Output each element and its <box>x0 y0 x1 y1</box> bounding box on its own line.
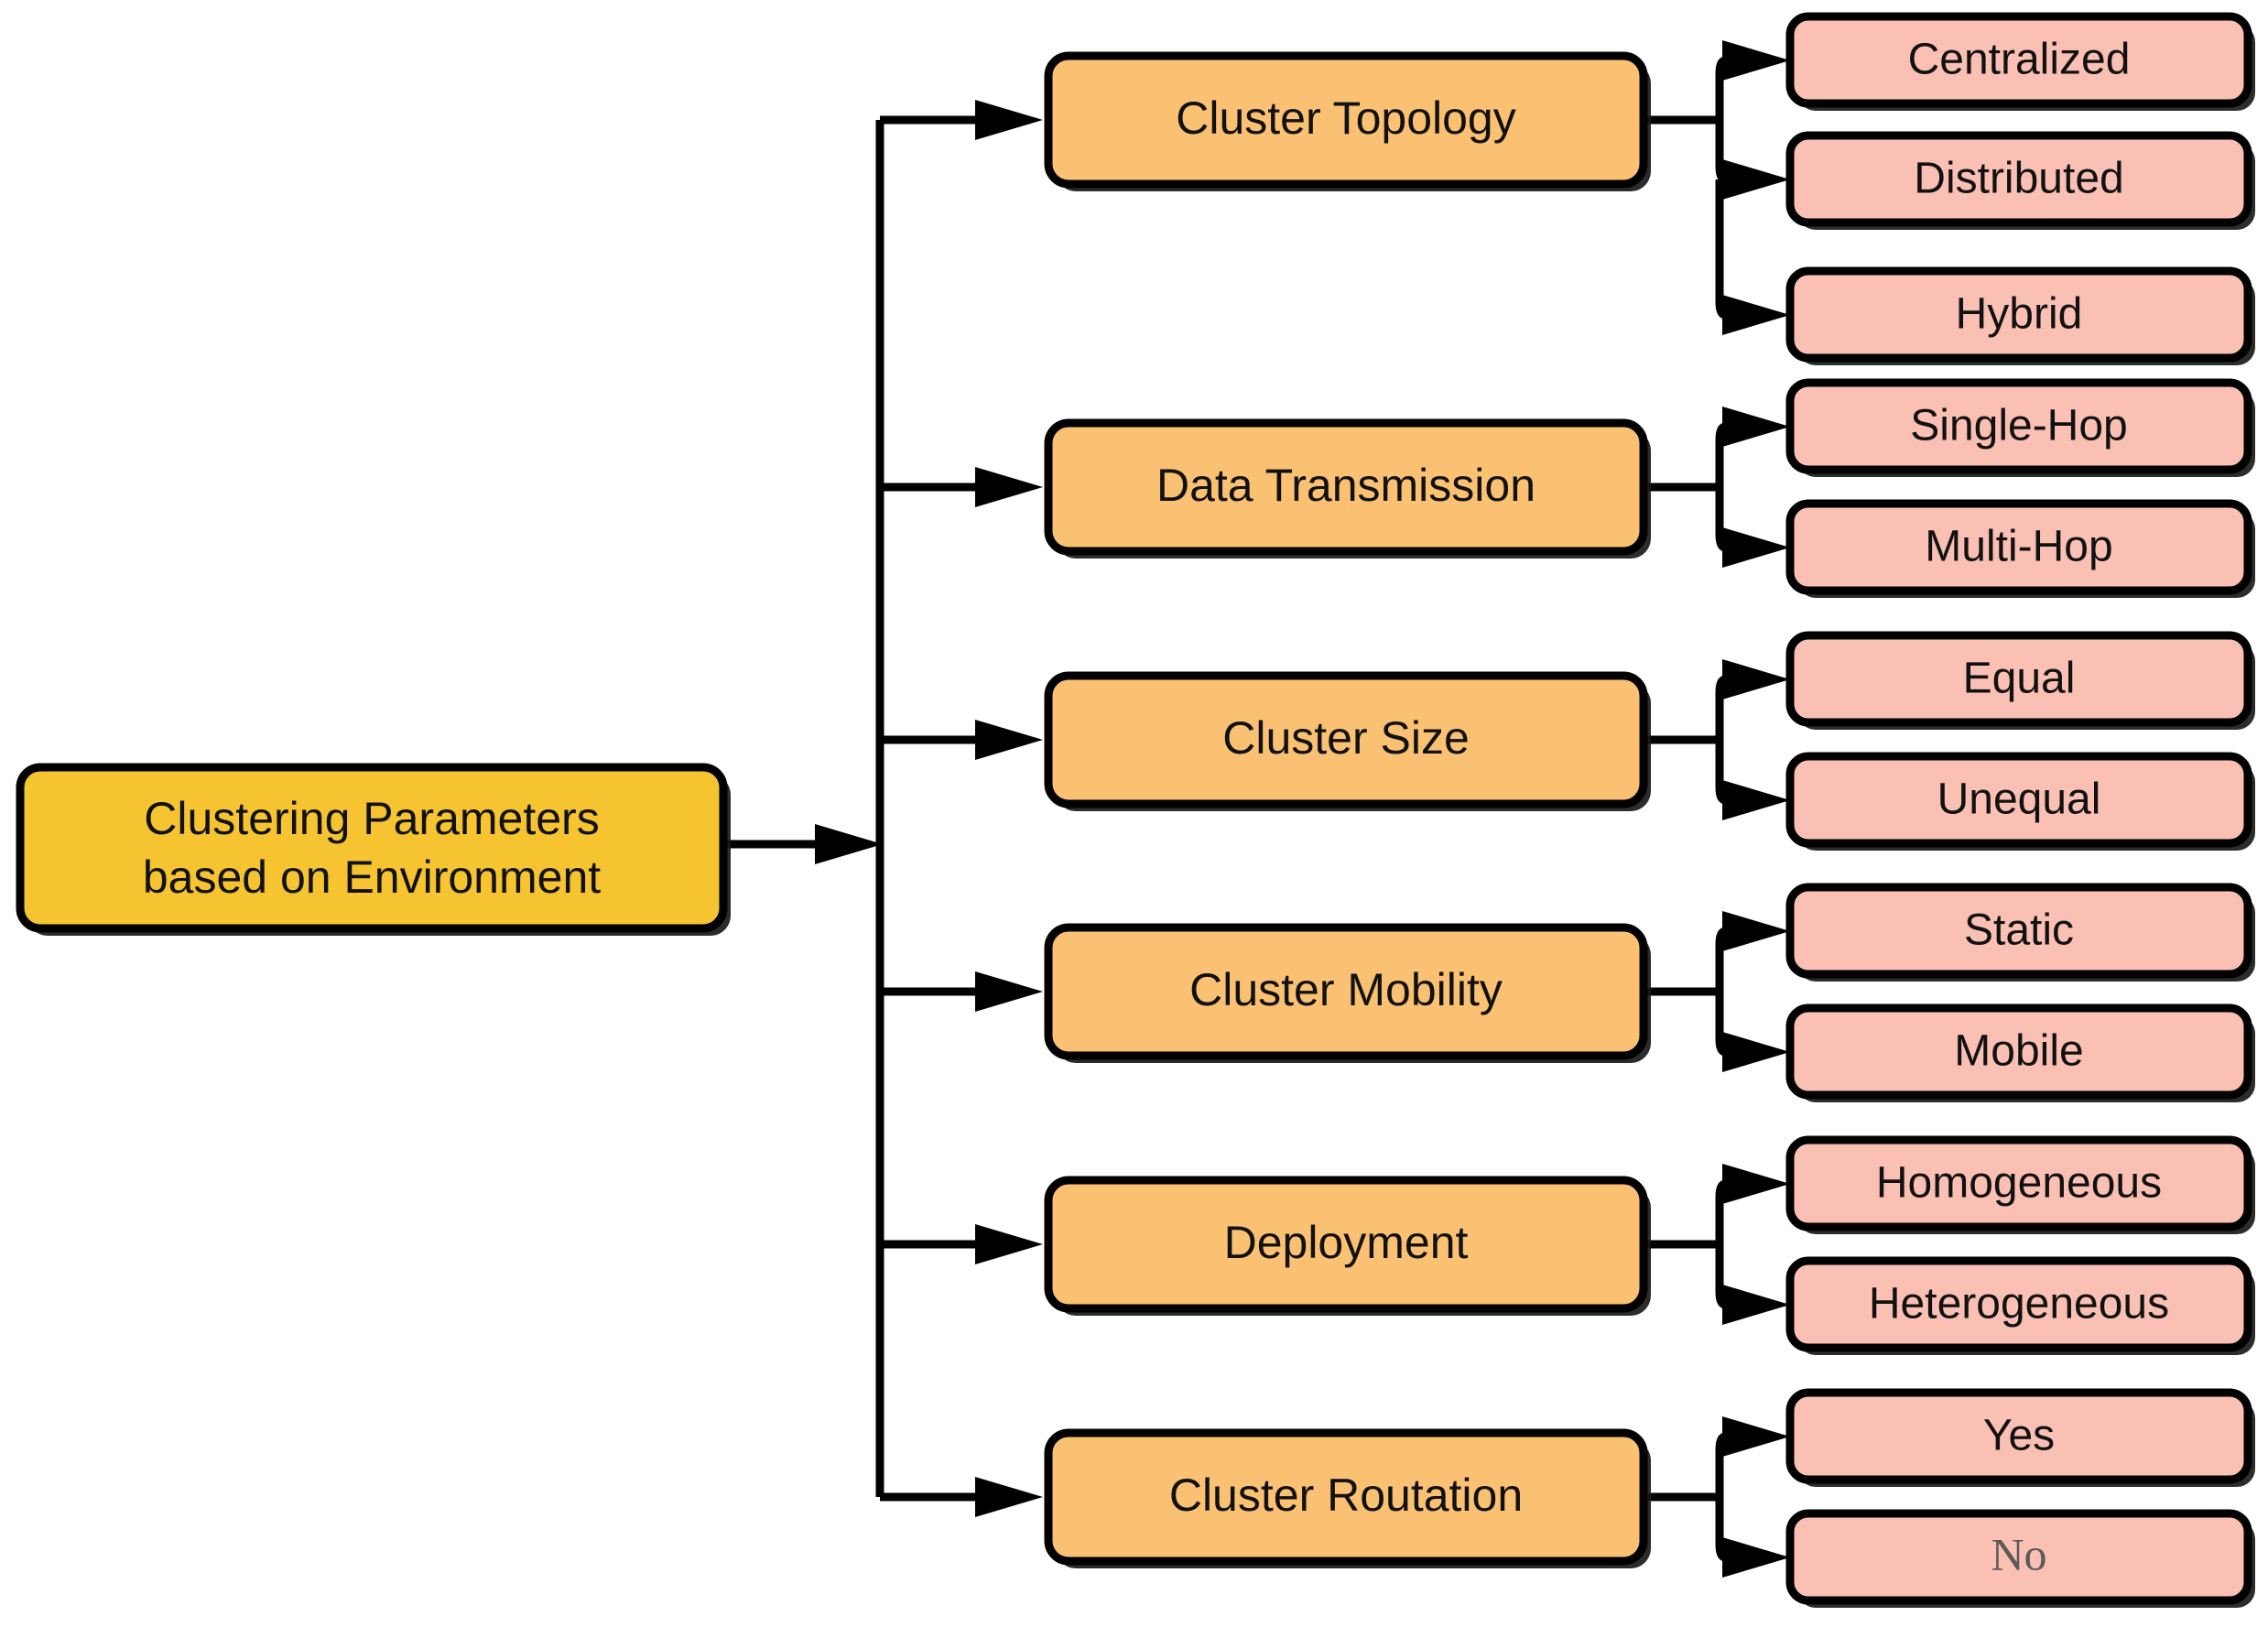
leaf-label-1-3: Hybrid <box>1956 290 2083 339</box>
connector-root-to-spine <box>723 824 883 864</box>
branch-box-6[interactable] <box>1044 1428 1648 1566</box>
leaf-node-unequal[interactable]: Unequal <box>1785 752 2255 851</box>
leaf-box-3-2[interactable] <box>1785 752 2252 848</box>
leaf-label-4-1: Static <box>1964 906 2074 955</box>
branch-node-cluster-size[interactable]: Cluster Size <box>1044 671 1651 811</box>
branch-label-4: Cluster Mobility <box>1189 964 1503 1015</box>
branch-label-1: Cluster Topology <box>1176 92 1516 144</box>
leaf-box-6-1[interactable] <box>1785 1388 2252 1484</box>
branch-node-cluster-mobility[interactable]: Cluster Mobility <box>1044 923 1651 1063</box>
leaf-box-1-3[interactable] <box>1785 266 2252 363</box>
leaf-box-4-1[interactable] <box>1785 883 2252 979</box>
leaf-label-5-2: Heterogeneous <box>1869 1280 2169 1329</box>
root-node[interactable]: Clustering Parameters based on Environme… <box>16 763 731 936</box>
leaf-node-equal[interactable]: Equal <box>1785 631 2255 730</box>
connector-branch2-fanout <box>1644 407 1790 568</box>
connector-branch5-fanout <box>1644 1164 1790 1325</box>
leaf-node-yes[interactable]: Yes <box>1785 1388 2255 1487</box>
connector-branch4-fanout <box>1644 911 1790 1072</box>
leaf-label-6-1: Yes <box>1983 1412 2055 1460</box>
leaf-box-3-1[interactable] <box>1785 631 2252 727</box>
leaf-node-heterogeneous[interactable]: Heterogeneous <box>1785 1256 2255 1355</box>
connector-spine-to-branch-5 <box>880 1224 1043 1264</box>
leaf-box-1-2[interactable] <box>1785 131 2252 227</box>
branch-node-cluster-topology[interactable]: Cluster Topology <box>1044 51 1651 191</box>
leaf-box-5-1[interactable] <box>1785 1135 2252 1231</box>
branch-label-6: Cluster Routation <box>1169 1470 1523 1521</box>
branch-box-2[interactable] <box>1044 418 1648 556</box>
connector-spine-to-branch-2 <box>880 467 1043 507</box>
leaf-box-2-1[interactable] <box>1785 378 2252 474</box>
branch-node-deployment[interactable]: Deployment <box>1044 1176 1651 1316</box>
connector-spine-to-branch-6 <box>880 1477 1043 1517</box>
connector-branch6-fanout <box>1644 1416 1790 1578</box>
leaf-label-3-1: Equal <box>1963 655 2076 703</box>
branch-node-cluster-routation[interactable]: Cluster Routation <box>1044 1428 1651 1568</box>
leaf-box-1-1[interactable] <box>1785 12 2252 108</box>
leaf-node-mobile[interactable]: Mobile <box>1785 1003 2255 1102</box>
leaf-node-no[interactable]: No <box>1785 1509 2255 1608</box>
leaf-node-centralized[interactable]: Centralized <box>1785 12 2255 111</box>
leaf-label-1-2: Distributed <box>1914 155 2123 203</box>
leaf-node-static[interactable]: Static <box>1785 883 2255 982</box>
leaf-label-6-2: No <box>1991 1528 2046 1579</box>
branch-label-5: Deployment <box>1224 1217 1469 1268</box>
connector-branch3-fanout <box>1644 659 1790 820</box>
leaf-label-5-1: Homogeneous <box>1876 1159 2162 1208</box>
branch-box-4[interactable] <box>1044 923 1648 1060</box>
branch-box-5[interactable] <box>1044 1176 1648 1313</box>
root-label-line2: based on Environment <box>143 851 601 903</box>
connector-spine-to-branch-4 <box>880 971 1043 1012</box>
leaf-label-4-2: Mobile <box>1954 1027 2083 1076</box>
leaf-box-6-2[interactable] <box>1785 1509 2252 1605</box>
leaf-node-multi-hop[interactable]: Multi-Hop <box>1785 499 2255 598</box>
connector-spine-to-branch-1 <box>880 100 1043 140</box>
connector-spine-to-branch-3 <box>880 720 1043 760</box>
leaf-label-2-2: Multi-Hop <box>1925 523 2112 571</box>
root-node-box[interactable] <box>16 763 728 933</box>
leaf-box-2-2[interactable] <box>1785 499 2252 595</box>
branch-box-3[interactable] <box>1044 671 1648 808</box>
connector-layer <box>723 40 1790 1578</box>
branch-node-data-transmission[interactable]: Data Transmission <box>1044 418 1651 559</box>
leaf-label-3-2: Unequal <box>1937 776 2101 824</box>
leaf-node-single-hop[interactable]: Single-Hop <box>1785 378 2255 477</box>
branch-label-3: Cluster Size <box>1222 712 1470 764</box>
leaf-label-1-1: Centralized <box>1908 36 2131 84</box>
connector-branch1-fanout <box>1644 40 1790 335</box>
leaf-node-hybrid[interactable]: Hybrid <box>1785 266 2255 365</box>
leaf-label-2-1: Single-Hop <box>1910 402 2127 450</box>
leaf-node-distributed[interactable]: Distributed <box>1785 131 2255 230</box>
root-label-line1: Clustering Parameters <box>144 793 599 844</box>
branch-box-1[interactable] <box>1044 51 1648 189</box>
leaf-box-5-2[interactable] <box>1785 1256 2252 1352</box>
leaf-box-4-2[interactable] <box>1785 1003 2252 1100</box>
leaf-node-homogeneous[interactable]: Homogeneous <box>1785 1135 2255 1234</box>
branch-label-2: Data Transmission <box>1156 460 1536 511</box>
